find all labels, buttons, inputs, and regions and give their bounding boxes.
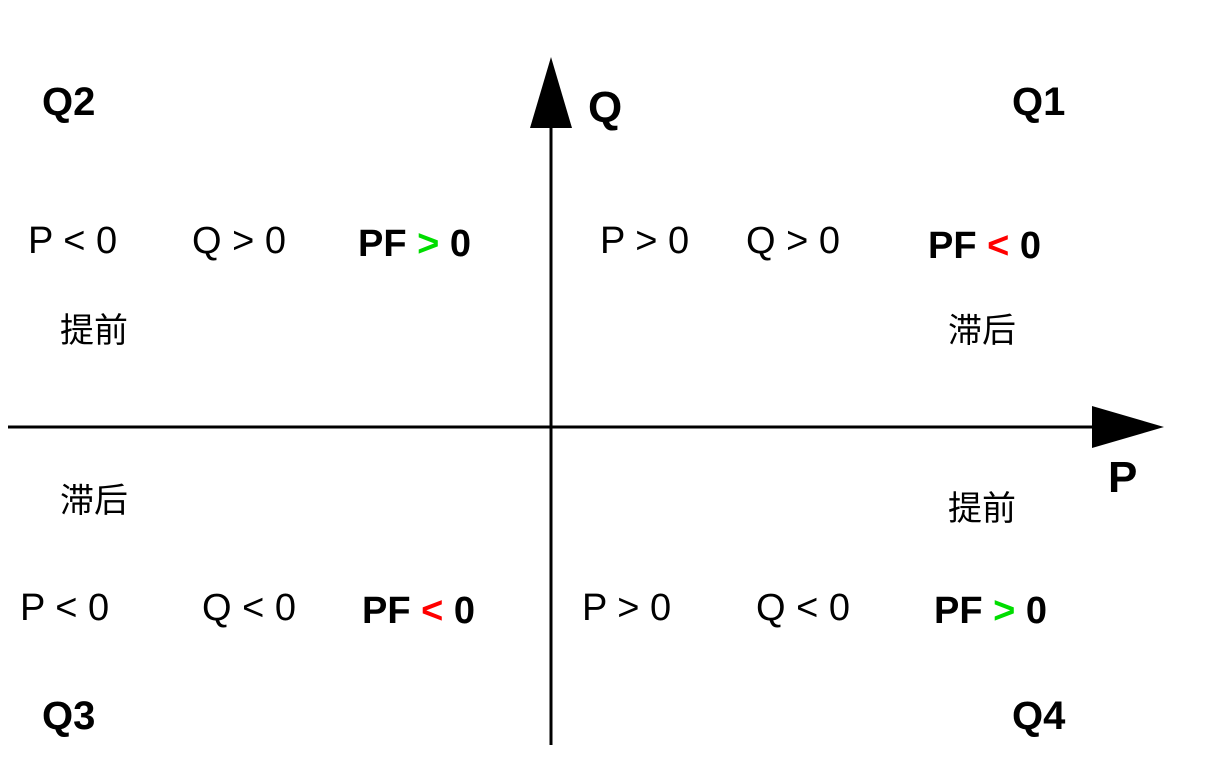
quadrant-q1-name: Q1 xyxy=(1012,80,1066,124)
q3-pf-condition: PF < 0 xyxy=(362,592,475,630)
q2-pf-condition: PF > 0 xyxy=(358,225,471,263)
q4-p-condition: P > 0 xyxy=(582,587,672,629)
q4-phase-label: 提前 xyxy=(948,489,1016,529)
q3-pf-prefix: PF xyxy=(362,590,422,632)
q1-pf-suffix: 0 xyxy=(1009,225,1042,267)
quadrant-q4-name: Q4 xyxy=(1012,694,1066,738)
q-axis-arrowhead xyxy=(530,57,572,128)
q1-pf-prefix: PF xyxy=(928,225,988,267)
q4-pf-operator: > xyxy=(993,590,1016,632)
quadrant-q2-name: Q2 xyxy=(42,80,96,124)
q1-q-condition: Q > 0 xyxy=(746,220,840,262)
q2-pf-operator: > xyxy=(417,223,440,265)
q3-p-condition: P < 0 xyxy=(20,587,110,629)
p-axis-arrowhead xyxy=(1092,406,1164,448)
q2-pf-suffix: 0 xyxy=(439,223,472,265)
q2-pf-prefix: PF xyxy=(358,223,418,265)
q1-pf-operator: < xyxy=(987,225,1010,267)
q1-phase-label: 滞后 xyxy=(948,311,1016,351)
q3-q-condition: Q < 0 xyxy=(202,587,296,629)
q4-pf-condition: PF > 0 xyxy=(934,592,1047,630)
quadrant-q3-name: Q3 xyxy=(42,694,96,738)
q4-q-condition: Q < 0 xyxy=(756,587,850,629)
q4-pf-prefix: PF xyxy=(934,590,994,632)
q3-phase-label: 滞后 xyxy=(60,481,128,521)
q4-pf-suffix: 0 xyxy=(1015,590,1048,632)
q3-pf-suffix: 0 xyxy=(443,590,476,632)
q2-q-condition: Q > 0 xyxy=(192,220,286,262)
q1-pf-condition: PF < 0 xyxy=(928,227,1041,265)
q3-pf-operator: < xyxy=(421,590,444,632)
q2-p-condition: P < 0 xyxy=(28,220,118,262)
p-axis-label: P xyxy=(1108,453,1138,502)
q-axis-label: Q xyxy=(588,83,623,132)
q1-p-condition: P > 0 xyxy=(600,220,690,262)
q2-phase-label: 提前 xyxy=(60,311,128,351)
